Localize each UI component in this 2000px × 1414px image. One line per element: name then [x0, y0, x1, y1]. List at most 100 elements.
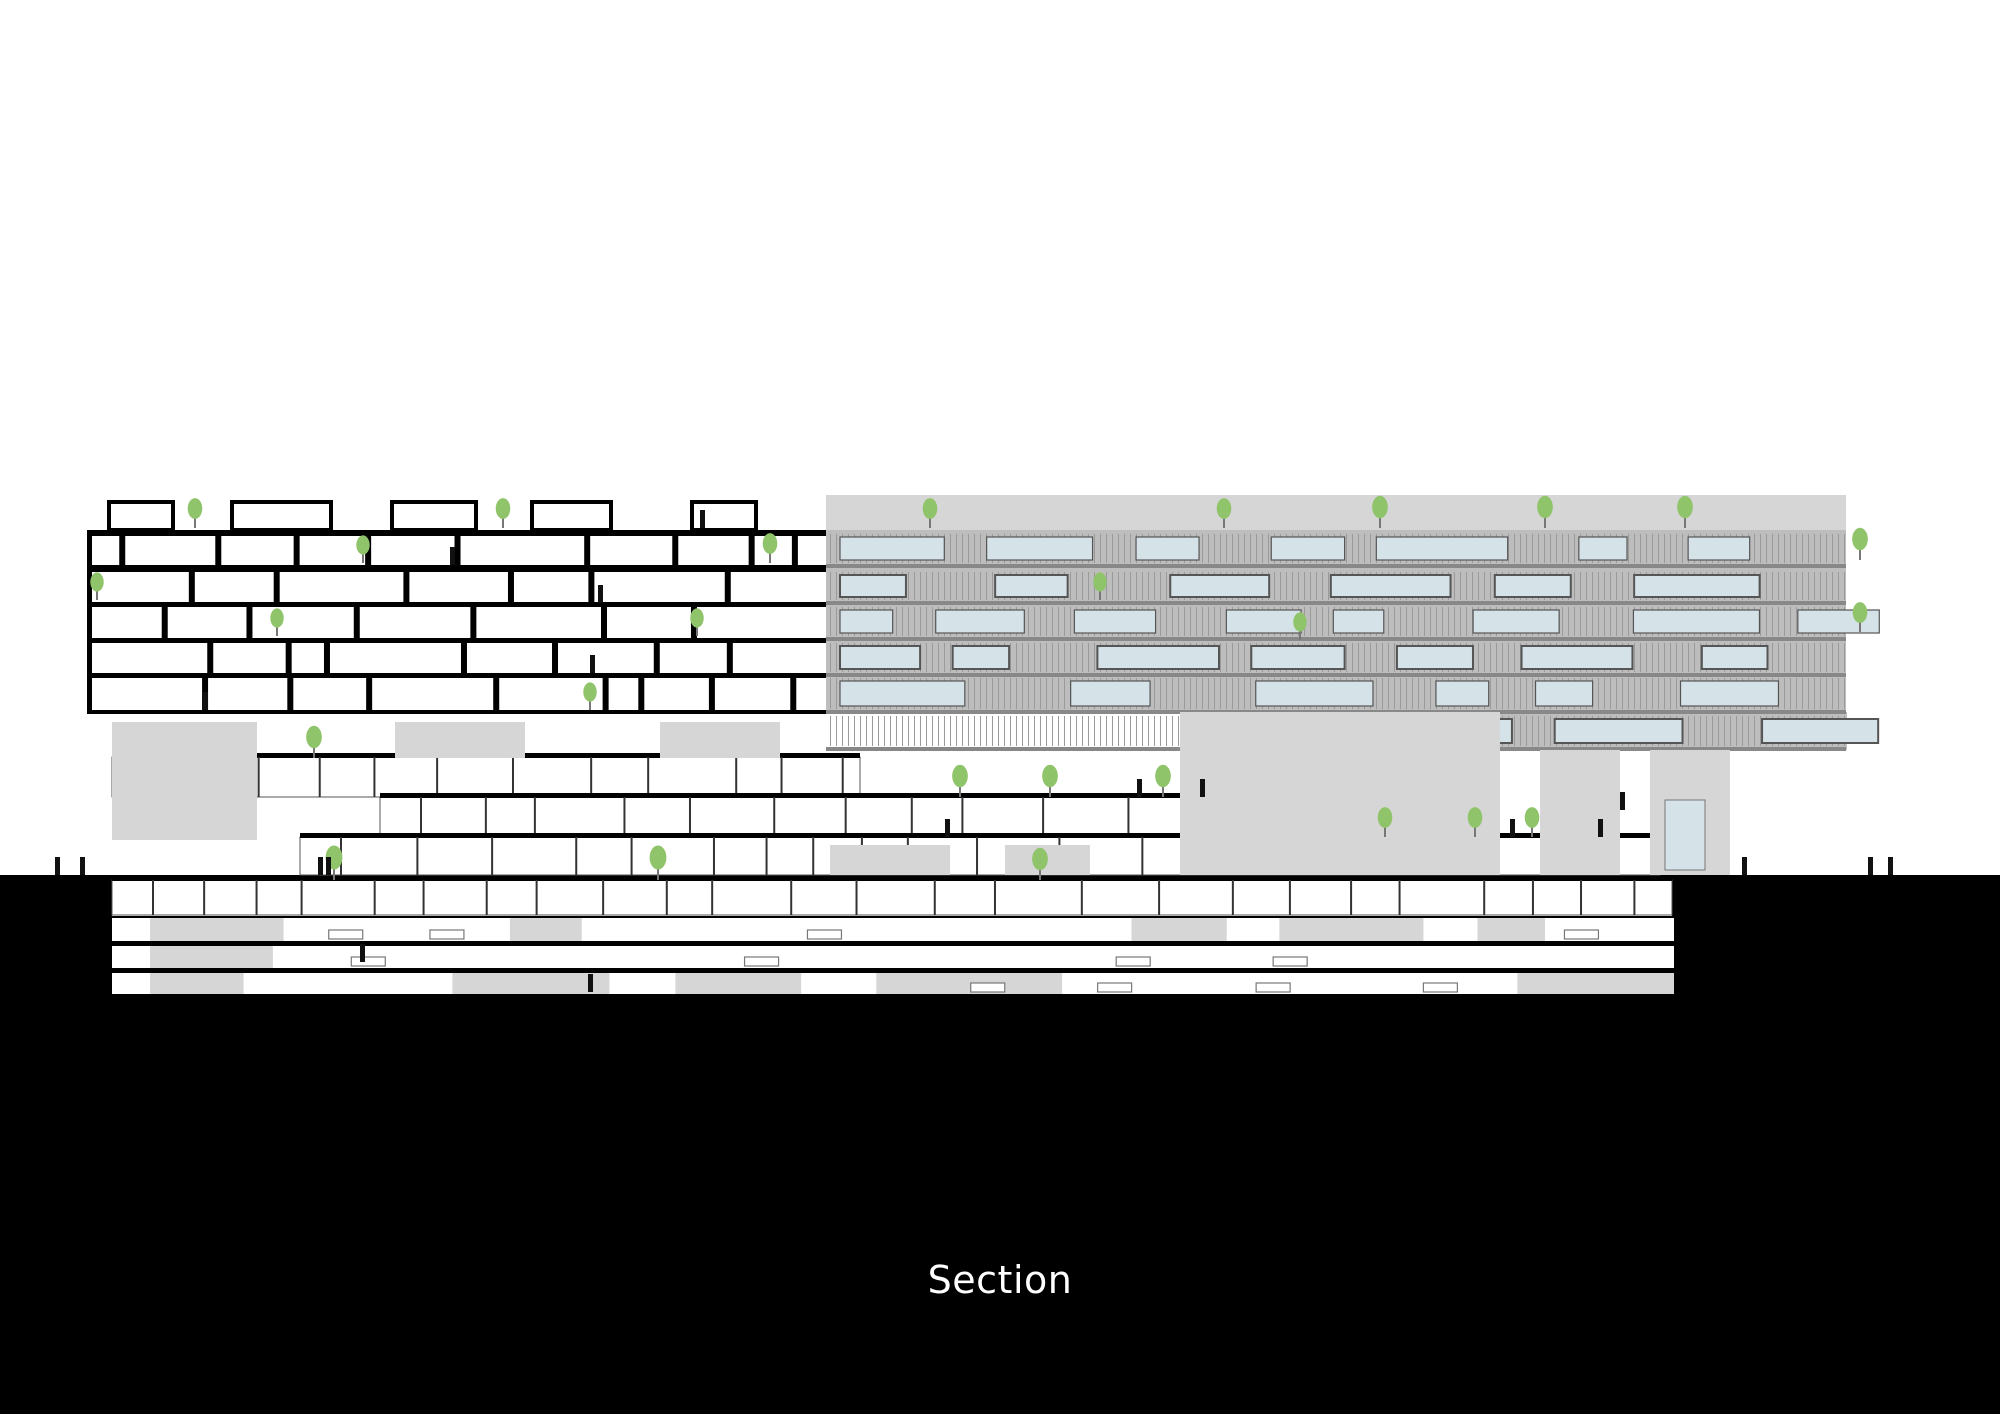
- mullion: [630, 837, 633, 875]
- mullion: [535, 880, 538, 915]
- facade-fin: [1244, 643, 1245, 672]
- mullion: [373, 757, 376, 797]
- facade-fin: [1646, 643, 1647, 672]
- facade-fin: [1790, 643, 1791, 672]
- facade-fin: [932, 716, 933, 746]
- facade-fin: [1034, 716, 1035, 746]
- facade-fin: [1226, 678, 1227, 709]
- facade-fin: [950, 534, 951, 563]
- facade-fin: [1412, 607, 1413, 636]
- facade-fin: [836, 643, 837, 672]
- facade-fin: [1682, 534, 1683, 563]
- facade-fin: [1688, 716, 1689, 746]
- facade-fin: [1610, 678, 1611, 709]
- car-icon: [350, 956, 386, 967]
- facade-fin: [1058, 678, 1059, 709]
- facade-fin: [926, 716, 927, 746]
- facade-fin: [1838, 643, 1839, 672]
- facade-fin: [1214, 534, 1215, 563]
- support-pillar: [1410, 712, 1500, 875]
- facade-fin: [1166, 572, 1167, 600]
- facade-fin: [1676, 643, 1677, 672]
- window: [1375, 536, 1509, 561]
- facade-fin: [1670, 643, 1671, 672]
- facade-fin: [866, 716, 867, 746]
- facade-fin: [1844, 678, 1845, 709]
- roof-pavilions: [826, 495, 1846, 530]
- facade-fin: [1166, 678, 1167, 709]
- facade-fin: [1718, 716, 1719, 746]
- mullion: [1080, 880, 1083, 915]
- facade-fin: [1682, 643, 1683, 672]
- facade-fin: [938, 716, 939, 746]
- facade-fin: [896, 607, 897, 636]
- facade-fin: [1592, 607, 1593, 636]
- apartment-unit: [92, 678, 203, 710]
- facade-fin: [1622, 572, 1623, 600]
- penthouse-unit: [111, 504, 171, 528]
- window: [1169, 574, 1271, 598]
- floor-slab: [300, 833, 1660, 838]
- facade-fin: [1604, 572, 1605, 600]
- facade-fin: [1580, 572, 1581, 600]
- facade-slab: [826, 637, 1846, 641]
- facade-fin: [1802, 572, 1803, 600]
- facade-fin: [1076, 643, 1077, 672]
- facade-fin: [1772, 534, 1773, 563]
- facade-fin: [1004, 678, 1005, 709]
- facade-fin: [980, 678, 981, 709]
- facade-fin: [1598, 678, 1599, 709]
- facade-fin: [1214, 607, 1215, 636]
- facade-fin: [1154, 678, 1155, 709]
- facade-fin: [1532, 716, 1533, 746]
- facade-fin: [1130, 716, 1131, 746]
- parking-bay: [150, 918, 284, 941]
- apartment-unit: [279, 572, 404, 602]
- facade-fin: [1730, 716, 1731, 746]
- facade-fin: [884, 716, 885, 746]
- facade-fin: [1418, 607, 1419, 636]
- facade-fin: [968, 716, 969, 746]
- facade-fin: [1478, 643, 1479, 672]
- apartment-unit: [221, 536, 294, 565]
- facade-fin: [1520, 643, 1521, 672]
- window: [839, 645, 922, 670]
- facade-fin: [1844, 572, 1845, 600]
- tree-icon: [1852, 527, 1868, 551]
- facade-fin: [1016, 678, 1017, 709]
- facade-fin: [998, 716, 999, 746]
- facade-fin: [1010, 716, 1011, 746]
- facade-fin: [1328, 607, 1329, 636]
- facade-fin: [1484, 643, 1485, 672]
- left-residential-block: [87, 500, 852, 714]
- facade-fin: [1586, 572, 1587, 600]
- facade-fin: [968, 572, 969, 600]
- facade-fin: [1550, 534, 1551, 563]
- car-icon: [1563, 929, 1600, 940]
- facade-fin: [1640, 678, 1641, 709]
- apartment-unit: [92, 572, 189, 602]
- facade-fin: [1622, 678, 1623, 709]
- window: [839, 680, 966, 707]
- facade-fin: [1604, 607, 1605, 636]
- facade-fin: [1394, 678, 1395, 709]
- mullion: [1127, 797, 1130, 835]
- parking-bay: [1131, 918, 1227, 941]
- facade-fin: [878, 716, 879, 746]
- facade-fin: [1220, 607, 1221, 636]
- facade-fin: [1412, 678, 1413, 709]
- facade-fin: [1784, 678, 1785, 709]
- facade-fin: [1478, 572, 1479, 600]
- person-icon: [598, 585, 603, 603]
- mullion: [436, 757, 439, 797]
- mullion: [712, 837, 715, 875]
- apartment-unit: [293, 678, 367, 710]
- facade-fin: [1826, 643, 1827, 672]
- facade-fin: [1526, 534, 1527, 563]
- mullion: [300, 880, 303, 915]
- facade-fin: [1628, 534, 1629, 563]
- facade-fin: [1124, 572, 1125, 600]
- facade-fin: [1172, 716, 1173, 746]
- facade-fin: [1826, 678, 1827, 709]
- facade-fin: [1616, 572, 1617, 600]
